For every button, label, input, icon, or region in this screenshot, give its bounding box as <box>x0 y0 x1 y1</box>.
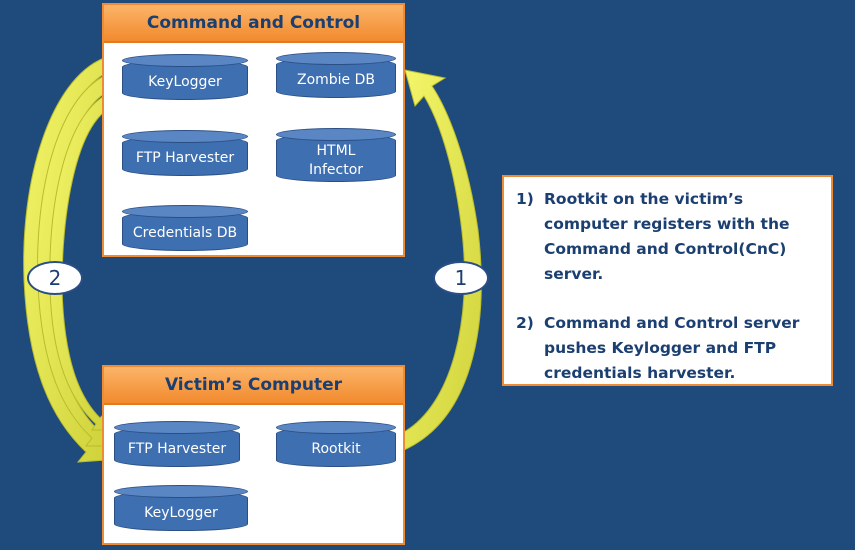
zombie-db: Zombie DB <box>276 52 396 98</box>
credentials-db: Credentials DB <box>122 205 248 251</box>
steps-note-box: 1) Rootkit on the victim’s computer regi… <box>502 175 833 386</box>
html-infector-db: HTML Infector <box>276 128 396 182</box>
ftp-harvester-db: FTP Harvester <box>122 130 248 176</box>
victim-box-title: Victim’s Computer <box>104 367 403 405</box>
command-box-title: Command and Control <box>104 5 403 43</box>
note-step-2: 2) Command and Control server pushes Key… <box>516 314 800 382</box>
victim-ftp-harvester-db: FTP Harvester <box>114 421 240 467</box>
victims-computer-box: Victim’s Computer FTP Harvester Rootkit … <box>102 365 405 545</box>
step-1-badge: 1 <box>433 261 489 295</box>
command-and-control-box: Command and Control KeyLogger Zombie DB … <box>102 3 405 257</box>
rootkit-db: Rootkit <box>276 421 396 467</box>
step-2-badge: 2 <box>27 261 83 295</box>
arrow-cnc-to-victim-c <box>49 95 107 431</box>
victim-keylogger-db: KeyLogger <box>114 485 248 531</box>
keylogger-db: KeyLogger <box>122 54 248 100</box>
arrow-rootkit-to-cnc <box>403 69 482 451</box>
note-step-1: 1) Rootkit on the victim’s computer regi… <box>516 190 790 283</box>
